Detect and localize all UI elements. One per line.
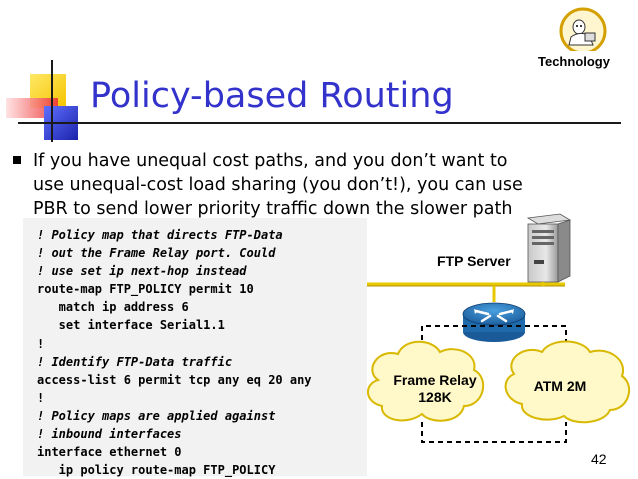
technology-logo [543,7,623,69]
frame-relay-name: Frame Relay [393,372,477,388]
ftp-server-icon [526,213,572,283]
config-code-box: ! Policy map that directs FTP-Data ! out… [23,218,367,479]
bullet-line: use unequal-cost load sharing (you don’t… [33,175,523,195]
bullet-line: PBR to send lower priority traffic down … [33,199,513,219]
bullet-line: If you have unequal cost paths, and you … [33,151,508,171]
frame-relay-cloud [367,340,484,422]
slide-title: Policy-based Routing [90,76,454,116]
code-line: ! [37,336,45,351]
code-line: set interface Serial1.1 [37,318,225,333]
logo-caption: Technology [538,54,610,69]
bullet-text: If you have unequal cost paths, and you … [33,149,523,221]
frame-relay-label: Frame Relay 128K [383,372,487,406]
title-underline [18,122,621,124]
code-line: ip policy route-map FTP_POLICY [37,463,276,478]
page-number: 42 [591,451,607,467]
code-line: route-map FTP_POLICY permit 10 [37,282,254,297]
router-icon [462,302,526,342]
config-code: ! Policy map that directs FTP-Data ! out… [37,226,312,479]
atm-label: ATM 2M [533,378,587,394]
network-diagram [360,213,631,443]
bullet-marker [13,156,21,164]
frame-relay-speed: 128K [418,389,452,405]
code-line: ! Identify FTP-Data traffic [37,354,233,369]
code-line: match ip address 6 [37,300,189,315]
code-line: ! inbound interfaces [37,427,182,442]
code-line: ! out the Frame Relay port. Could [37,246,276,261]
code-line: access-list 6 permit tcp any eq 20 any [37,372,312,387]
code-line: ! [37,390,45,405]
code-line: ! Policy map that directs FTP-Data [37,228,283,242]
code-line: ! use set ip next-hop instead [37,264,247,279]
ftp-server-label: FTP Server [437,253,511,269]
atm-cloud [504,340,631,424]
code-line: interface ethernet 0 [37,445,182,460]
code-line: ! Policy maps are applied against [37,408,276,423]
